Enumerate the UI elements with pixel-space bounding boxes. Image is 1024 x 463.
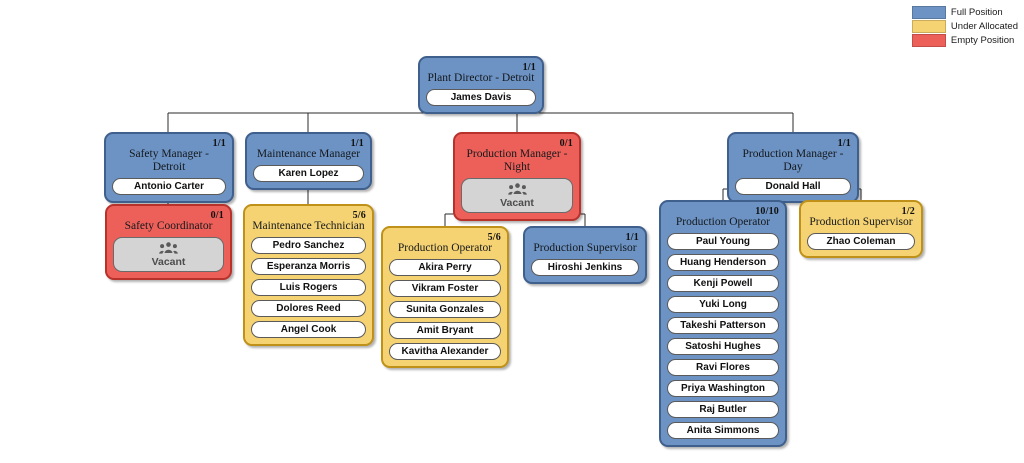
vacant-slot[interactable]: Vacant (113, 237, 224, 272)
node-title: Production Supervisor (809, 216, 913, 228)
list-item[interactable]: Antonio Carter (112, 178, 226, 195)
legend-label-empty-position: Empty Position (950, 35, 1015, 46)
node-plant-director[interactable]: 1/1 Plant Director - Detroit James Davis (418, 56, 544, 114)
list-item[interactable]: Raj Butler (667, 401, 779, 418)
node-count: 0/1 (559, 138, 573, 149)
node-count: 1/2 (901, 206, 915, 217)
node-production-supervisor-day[interactable]: 1/2 Production Supervisor Zhao Coleman (799, 200, 923, 258)
node-production-operator-day[interactable]: 10/10 Production Operator Paul Young Hua… (659, 200, 787, 447)
node-count: 5/6 (487, 232, 501, 243)
list-item[interactable]: James Davis (426, 89, 536, 106)
node-count: 0/1 (210, 210, 224, 221)
member-list: James Davis (426, 89, 536, 106)
vacant-label: Vacant (151, 255, 186, 268)
node-production-supervisor-night[interactable]: 1/1 Production Supervisor Hiroshi Jenkin… (523, 226, 647, 284)
node-count: 1/1 (212, 138, 226, 149)
member-list: Hiroshi Jenkins (531, 259, 639, 276)
node-count: 1/1 (350, 138, 364, 149)
member-list: Pedro Sanchez Esperanza Morris Luis Roge… (251, 237, 366, 338)
list-item[interactable]: Donald Hall (735, 178, 851, 195)
list-item[interactable]: Takeshi Patterson (667, 317, 779, 334)
list-item[interactable]: Hiroshi Jenkins (531, 259, 639, 276)
member-list: Antonio Carter (112, 178, 226, 195)
node-production-manager-night[interactable]: 0/1 Production Manager - Night Vacant (453, 132, 581, 221)
legend-item-empty-position: Empty Position (911, 34, 1018, 47)
list-item[interactable]: Akira Perry (389, 259, 501, 276)
node-title: Production Supervisor (533, 242, 637, 254)
node-count: 10/10 (755, 206, 779, 217)
node-production-manager-day[interactable]: 1/1 Production Manager - Day Donald Hall (727, 132, 859, 203)
list-item[interactable]: Huang Henderson (667, 254, 779, 271)
node-title: Maintenance Technician (252, 220, 365, 232)
legend-label-under-allocated: Under Allocated (950, 21, 1018, 32)
node-safety-coordinator[interactable]: 0/1 Safety Coordinator Vacant (105, 204, 232, 280)
legend: Full Position Under Allocated Empty Posi… (911, 6, 1018, 47)
node-title: Production Operator (675, 216, 771, 228)
vacant-label: Vacant (500, 196, 534, 209)
node-title: Safety Manager - Detroit (129, 148, 209, 173)
legend-label-full-position: Full Position (950, 7, 1003, 18)
people-group-icon (507, 182, 527, 195)
list-item[interactable]: Zhao Coleman (807, 233, 915, 250)
member-list: Zhao Coleman (807, 233, 915, 250)
list-item[interactable]: Anita Simmons (667, 422, 779, 439)
node-maintenance-manager[interactable]: 1/1 Maintenance Manager Karen Lopez (245, 132, 372, 190)
list-item[interactable]: Kenji Powell (667, 275, 779, 292)
node-production-operator-night[interactable]: 5/6 Production Operator Akira Perry Vikr… (381, 226, 509, 368)
node-count: 1/1 (522, 62, 536, 73)
member-list: Vacant (113, 237, 224, 272)
list-item[interactable]: Priya Washington (667, 380, 779, 397)
list-item[interactable]: Satoshi Hughes (667, 338, 779, 355)
member-list: Donald Hall (735, 178, 851, 195)
list-item[interactable]: Amit Bryant (389, 322, 501, 339)
list-item[interactable]: Karen Lopez (253, 165, 364, 182)
list-item[interactable]: Kavitha Alexander (389, 343, 501, 360)
list-item[interactable]: Yuki Long (667, 296, 779, 313)
member-list: Paul Young Huang Henderson Kenji Powell … (667, 233, 779, 439)
list-item[interactable]: Pedro Sanchez (251, 237, 366, 254)
vacant-slot[interactable]: Vacant (461, 178, 573, 213)
node-title: Plant Director - Detroit (427, 72, 535, 84)
legend-swatch-empty-position (911, 34, 946, 47)
member-list: Vacant (461, 178, 573, 213)
node-title: Production Manager - Day (742, 148, 844, 173)
node-title: Maintenance Manager (256, 148, 361, 160)
member-list: Akira Perry Vikram Foster Sunita Gonzale… (389, 259, 501, 360)
list-item[interactable]: Vikram Foster (389, 280, 501, 297)
legend-item-under-allocated: Under Allocated (911, 20, 1018, 33)
list-item[interactable]: Sunita Gonzales (389, 301, 501, 318)
member-list: Karen Lopez (253, 165, 364, 182)
legend-swatch-under-allocated (911, 20, 946, 33)
legend-item-full-position: Full Position (911, 6, 1018, 19)
list-item[interactable]: Ravi Flores (667, 359, 779, 376)
node-maintenance-technician[interactable]: 5/6 Maintenance Technician Pedro Sanchez… (243, 204, 374, 346)
node-title: Production Manager - Night (466, 148, 568, 173)
people-group-icon (159, 241, 178, 254)
node-title: Production Operator (397, 242, 493, 254)
list-item[interactable]: Dolores Reed (251, 300, 366, 317)
list-item[interactable]: Luis Rogers (251, 279, 366, 296)
node-safety-manager-detroit[interactable]: 1/1 Safety Manager - Detroit Antonio Car… (104, 132, 234, 203)
list-item[interactable]: Esperanza Morris (251, 258, 366, 275)
node-title: Safety Coordinator (124, 220, 213, 232)
node-count: 5/6 (352, 210, 366, 221)
node-count: 1/1 (837, 138, 851, 149)
list-item[interactable]: Angel Cook (251, 321, 366, 338)
node-count: 1/1 (625, 232, 639, 243)
list-item[interactable]: Paul Young (667, 233, 779, 250)
legend-swatch-full-position (911, 6, 946, 19)
